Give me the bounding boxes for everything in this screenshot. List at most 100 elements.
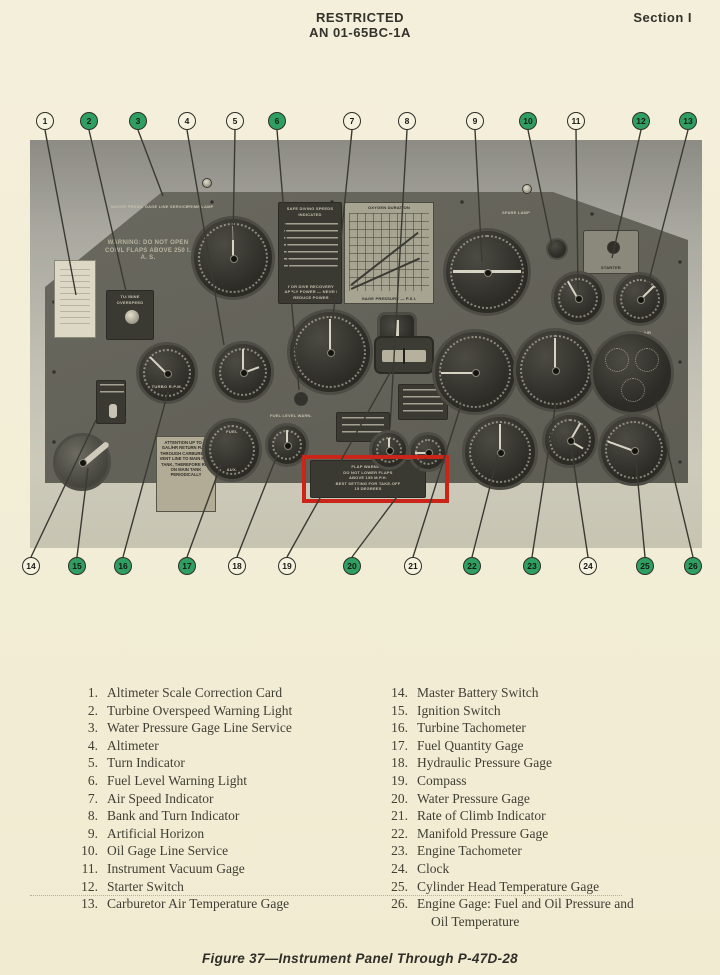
altimeter-gauge bbox=[212, 341, 274, 403]
carb-air-temp-gauge bbox=[613, 272, 667, 326]
callout-22: 22 bbox=[463, 557, 481, 575]
master-battery-switch bbox=[96, 380, 126, 424]
legend-item-12: 12.Starter Switch bbox=[81, 878, 184, 894]
callout-17: 17 bbox=[178, 557, 196, 575]
callout-9: 9 bbox=[466, 112, 484, 130]
fuel-label: FUEL bbox=[226, 429, 238, 434]
flap-warning-highlight-box bbox=[302, 455, 449, 503]
safe-diving-header: SAFE DIVING SPEEDS INDICATED bbox=[286, 206, 334, 217]
legend-right-column: 14.Master Battery Switch 15.Ignition Swi… bbox=[370, 684, 680, 930]
legend-item-25: 25.Cylinder Head Temperature Gage bbox=[391, 878, 600, 894]
legend-item-8: 8.Bank and Turn Indicator bbox=[87, 808, 240, 824]
callout-12: 12 bbox=[632, 112, 650, 130]
engine-gauge bbox=[590, 331, 674, 415]
legend-item-16: 16.Turbine Tachometer bbox=[391, 720, 526, 736]
restricted-stamp: RESTRICTED bbox=[315, 10, 405, 25]
callout-6: 6 bbox=[268, 112, 286, 130]
clock-gauge bbox=[542, 412, 598, 468]
callout-1: 1 bbox=[36, 112, 54, 130]
callout-2: 2 bbox=[80, 112, 98, 130]
callout-23: 23 bbox=[523, 557, 541, 575]
legend-item-15: 15.Ignition Switch bbox=[391, 702, 501, 718]
oxygen-chart-placard: OXYGEN DURATION GAGE PRESSURE — P.S.I. bbox=[344, 202, 434, 304]
legend-item-18: 18.Hydraulic Pressure Gage bbox=[391, 755, 552, 771]
aux-label: AUX. bbox=[226, 467, 238, 472]
fuel-level-warn-label: FUEL LEVEL WARN. bbox=[270, 413, 312, 418]
compass bbox=[374, 336, 434, 374]
legend-left-column: 1.Altimeter Scale Correction Card 2.Turb… bbox=[60, 684, 360, 913]
legend-item-7: 7.Air Speed Indicator bbox=[87, 790, 214, 806]
manifold-pressure-gauge bbox=[462, 414, 538, 490]
turbo-rpm-label: TURBO R.P.M. bbox=[151, 384, 183, 389]
callout-5: 5 bbox=[226, 112, 244, 130]
callout-11: 11 bbox=[567, 112, 585, 130]
cylinder-head-temp-gauge bbox=[598, 414, 670, 486]
turbine-overspeed-light: TURBINE OVERSPEED bbox=[106, 290, 154, 340]
callout-24: 24 bbox=[579, 557, 597, 575]
legend-item-24: 24.Clock bbox=[391, 860, 450, 876]
legend-item-2: 2.Turbine Overspeed Warning Light bbox=[87, 702, 293, 718]
legend-item-23: 23.Engine Tachometer bbox=[391, 843, 522, 859]
legend-item-21: 21.Rate of Climb Indicator bbox=[391, 808, 546, 824]
callout-4: 4 bbox=[178, 112, 196, 130]
flap-warning-line2: DO NOT LOWER FLAPS bbox=[343, 469, 393, 475]
prime-lamp-icon bbox=[202, 178, 212, 188]
callout-3: 3 bbox=[129, 112, 147, 130]
oxygen-chart-grid bbox=[349, 213, 429, 291]
cowl-warning-placard: WARNING: DO NOT OPEN COWL FLAPS ABOVE 25… bbox=[105, 240, 191, 261]
callout-10: 10 bbox=[519, 112, 537, 130]
caption-divider bbox=[30, 895, 622, 896]
oxygen-chart-footer: GAGE PRESSURE — P.S.I. bbox=[361, 295, 417, 301]
water-service-placard: WATER PRESS. GAGE LINE SERVICE bbox=[111, 204, 189, 209]
legend-item-17: 17.Fuel Quantity Gage bbox=[391, 737, 524, 753]
spare-lamp-label: SPARE LAMP bbox=[502, 210, 530, 215]
altimeter-correction-card bbox=[54, 260, 96, 338]
legend-item-1: 1.Altimeter Scale Correction Card bbox=[87, 685, 283, 700]
artificial-horizon-gauge bbox=[443, 228, 531, 316]
legend-item-20: 20.Water Pressure Gage bbox=[391, 790, 530, 806]
flap-warning-placard: FLAP WARNING DO NOT LOWER FLAPS ABOVE 19… bbox=[310, 460, 426, 498]
flap-warning-line5: 15 DEGREES bbox=[354, 486, 382, 491]
callout-15: 15 bbox=[68, 557, 86, 575]
turbine-overspeed-label: TURBINE OVERSPEED bbox=[116, 294, 144, 305]
safe-diving-placard: SAFE DIVING SPEEDS INDICATED FOR DIVE RE… bbox=[278, 202, 342, 304]
legend-item-5: 5.Turn Indicator bbox=[87, 755, 185, 771]
doc-number: AN 01-65BC-1A bbox=[309, 25, 411, 40]
legend-item-6: 6.Fuel Level Warning Light bbox=[87, 772, 248, 788]
starter-switch-panel: STARTER bbox=[583, 230, 639, 274]
page-header: RESTRICTED AN 01-65BC-1A bbox=[0, 10, 720, 40]
figure-caption: Figure 37—Instrument Panel Through P-47D… bbox=[202, 951, 518, 966]
bank-turn-indicator-gauge bbox=[369, 430, 409, 470]
legend-item-11: 11.Instrument Vacuum Gage bbox=[81, 860, 245, 876]
callout-14: 14 bbox=[22, 557, 40, 575]
callout-21: 21 bbox=[404, 557, 422, 575]
callout-25: 25 bbox=[636, 557, 654, 575]
callout-16: 16 bbox=[114, 557, 132, 575]
callout-19: 19 bbox=[278, 557, 296, 575]
legend-item-26: 26.Engine Gage: Fuel and Oil Pressure an… bbox=[391, 896, 634, 929]
spare-lamp-icon bbox=[522, 184, 532, 194]
ignition-switch bbox=[53, 433, 111, 491]
callout-7: 7 bbox=[343, 112, 361, 130]
fuel-warning-lamp-icon bbox=[294, 392, 308, 406]
callout-26: 26 bbox=[684, 557, 702, 575]
legend-item-10: 10.Oil Gage Line Service bbox=[81, 843, 229, 859]
legend-item-22: 22.Manifold Pressure Gage bbox=[391, 825, 549, 841]
legend-item-9: 9.Artificial Horizon bbox=[87, 825, 205, 841]
starter-label: STARTER bbox=[601, 264, 621, 270]
flap-warning-line3: ABOVE 195 M.P.H. bbox=[348, 475, 388, 480]
fuel-quantity-gauge: FUEL AUX. bbox=[202, 418, 262, 482]
callout-13: 13 bbox=[679, 112, 697, 130]
water-pressure-gauge bbox=[408, 432, 448, 472]
flap-warning-line4: BEST SETTING FOR TAKE-OFF bbox=[335, 480, 401, 486]
legend-item-14: 14.Master Battery Switch bbox=[391, 685, 539, 700]
callout-20: 20 bbox=[343, 557, 361, 575]
hydraulic-pressure-gauge bbox=[265, 423, 309, 467]
flap-warning-line1: FLAP WARNING bbox=[351, 464, 385, 469]
callout-18: 18 bbox=[228, 557, 246, 575]
warning-lamp-icon bbox=[124, 309, 140, 325]
turn-indicator-gauge bbox=[191, 216, 275, 300]
attention-placard: ATTENTION UP TO 10 GAL/HR RETURN FLOW TH… bbox=[156, 436, 216, 512]
